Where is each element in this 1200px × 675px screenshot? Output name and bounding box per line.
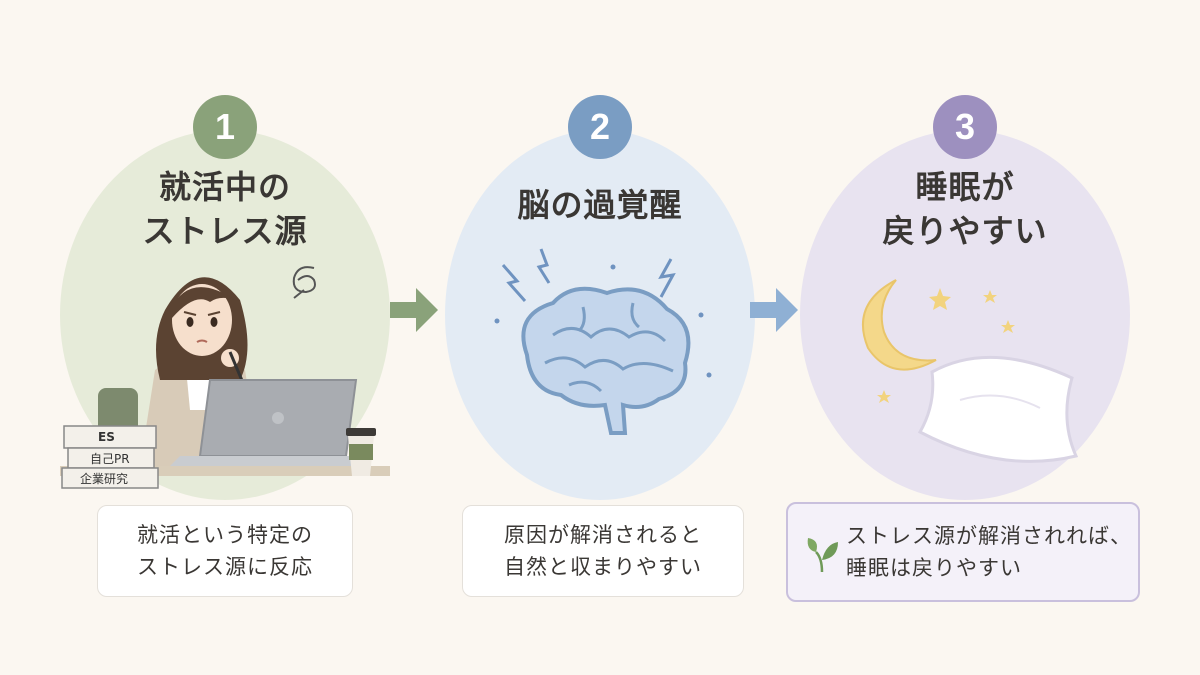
step-3-title-line-1: 睡眠が — [915, 168, 1015, 206]
step-1-title: 就活中の ストレス源 — [60, 165, 390, 253]
book-label-es: ES — [98, 430, 115, 444]
step-1-caption-line-2: ストレス源に反応 — [137, 555, 313, 579]
arrow-1-icon — [390, 288, 438, 332]
book-label-self-pr: 自己PR — [90, 452, 130, 466]
brain-illustration — [494, 248, 712, 435]
sleep-illustration — [861, 279, 1079, 463]
lightning-icon — [501, 248, 676, 302]
step-2-caption: 原因が解消されると 自然と収まりやすい — [462, 505, 744, 597]
step-1-title-line-1: 就活中の — [158, 168, 291, 206]
leaf-icon — [807, 538, 838, 573]
step-3-caption-line-1: ストレス源が解消されれば、 — [846, 524, 1132, 548]
arrow-2-icon — [750, 288, 798, 332]
step-3-caption-line-2: 睡眠は戻りやすい — [846, 556, 1022, 580]
step-2-title-line-1: 脳の過覚醒 — [517, 186, 683, 224]
step-3-caption: ストレス源が解消されれば、 睡眠は戻りやすい — [786, 502, 1140, 602]
star-icon — [877, 288, 1015, 403]
step-3-title-line-2: 戻りやすい — [882, 212, 1048, 250]
step-1-title-line-2: ストレス源 — [142, 212, 308, 250]
book-label-company-research: 企業研究 — [80, 472, 129, 486]
job-hunter-illustration — [60, 266, 390, 489]
step-3-title: 睡眠が 戻りやすい — [800, 165, 1130, 253]
step-1-badge: 1 — [193, 95, 257, 159]
step-1-caption-line-1: 就活という特定の — [137, 523, 313, 547]
moon-icon — [861, 279, 937, 371]
step-1-caption: 就活という特定の ストレス源に反応 — [97, 505, 353, 597]
dizzy-spiral-icon — [292, 266, 316, 299]
step-3-badge: 3 — [933, 95, 997, 159]
step-2-title: 脳の過覚醒 — [445, 183, 755, 227]
book-stack-icon — [61, 425, 159, 489]
step-2-caption-line-1: 原因が解消されると — [504, 523, 702, 547]
brain-icon — [521, 286, 691, 435]
pillow-icon — [917, 355, 1079, 463]
step-2-badge: 2 — [568, 95, 632, 159]
coffee-cup-icon — [346, 428, 376, 476]
step-2-caption-line-2: 自然と収まりやすい — [504, 555, 702, 579]
laptop-icon — [170, 379, 360, 466]
